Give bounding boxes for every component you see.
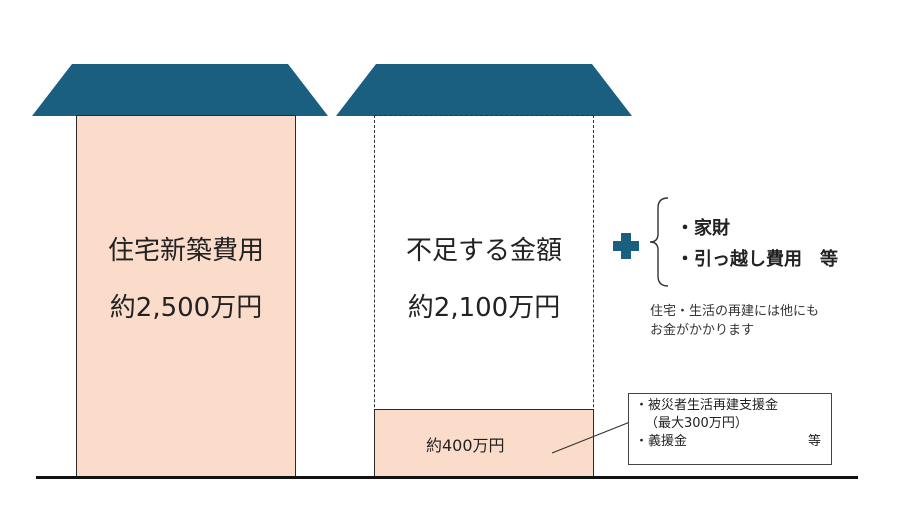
callout-line-3-text: ・義援金 [635, 434, 688, 449]
house-new-label: 住宅新築費用 [107, 236, 264, 266]
support-amount: 約400万円 [426, 436, 505, 455]
extra-cost-item-moving: ・引っ越し費用 等 [676, 249, 838, 270]
extra-cost-note-line-2: お金がかかります [650, 323, 755, 338]
extra-cost-note-line-1: 住宅・生活の再建には他にも [650, 304, 820, 319]
house-new-roof [32, 64, 328, 116]
curly-brace-icon [649, 197, 669, 287]
callout-line-3-suffix: 等 [807, 434, 821, 449]
house-gap-amount: 約2,100万円 [407, 293, 561, 323]
callout-line-1: ・被災者生活再建支援金 [635, 398, 779, 413]
house-new-body [76, 115, 296, 477]
callout-leader-line [551, 421, 631, 454]
support-amount-box [374, 409, 594, 477]
ground-line [36, 476, 858, 479]
house-gap-roof [336, 64, 632, 116]
callout-line-3: ・義援金 等 [635, 433, 825, 451]
house-gap-label: 不足する金額 [405, 236, 562, 266]
house-gap-body [374, 115, 594, 477]
extra-cost-item-furniture: ・家財 [676, 218, 730, 239]
support-callout: ・被災者生活再建支援金 （最大300万円） ・義援金 等 [628, 393, 832, 465]
callout-line-2: （最大300万円） [645, 416, 748, 431]
house-new-amount: 約2,500万円 [109, 293, 263, 323]
plus-icon [613, 233, 639, 259]
